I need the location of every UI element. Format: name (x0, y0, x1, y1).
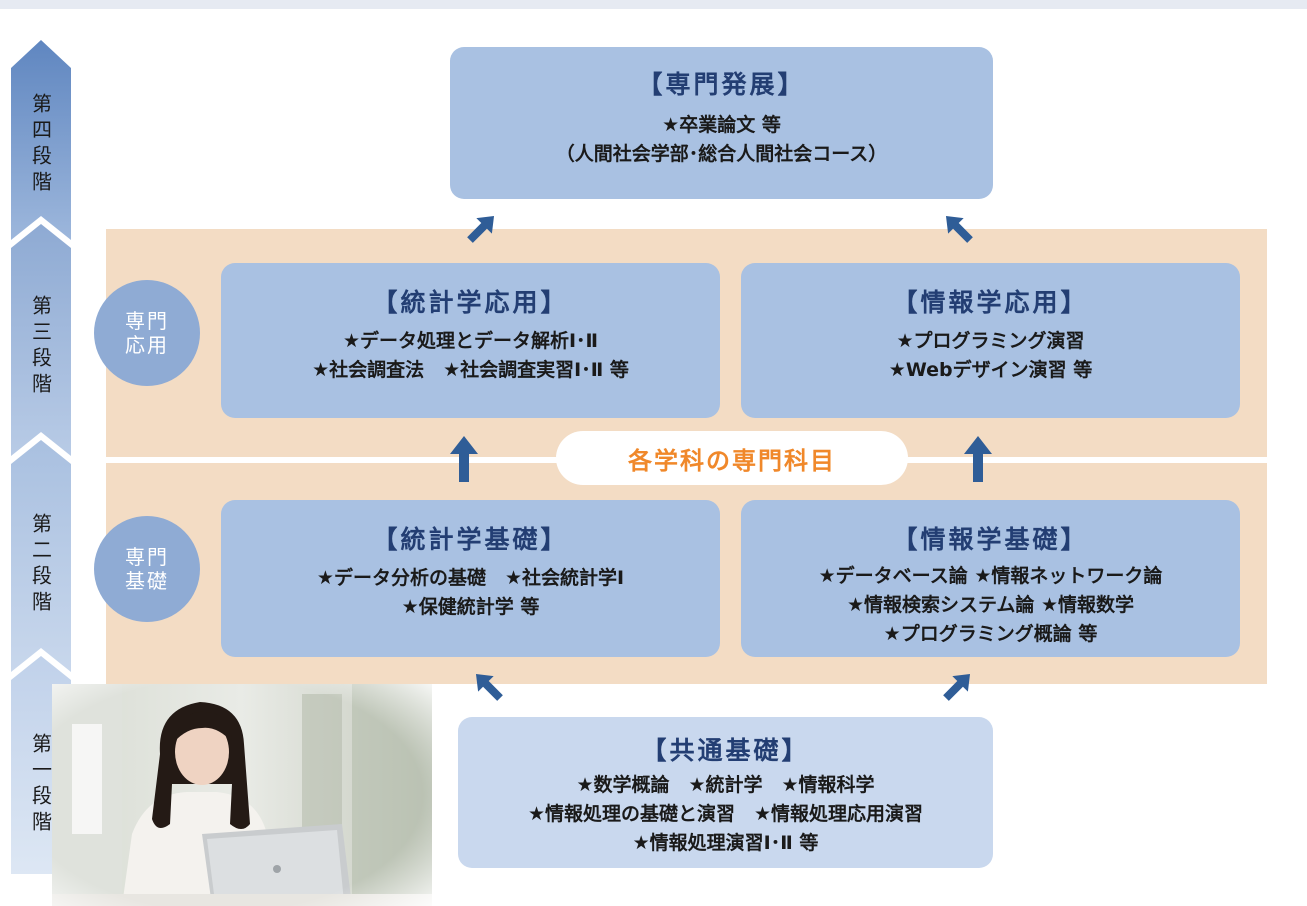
info-basic-line-1: ★データベース論 ★情報ネットワーク論 (818, 565, 1163, 587)
advanced-line-1: ★卒業論文 等 (662, 114, 781, 136)
advanced-line-2: （人間社会学部･総合人間社会コース） (555, 143, 888, 165)
info-applied-line-2: ★Webデザイン演習 等 (888, 359, 1093, 381)
stats-applied-line-2: ★社会調査法 ★社会調査実習Ⅰ･Ⅱ 等 (312, 359, 629, 381)
applied-circle-line-1: 専門 (125, 309, 169, 333)
info-applied-box: 【情報学応用】 ★プログラミング演習 ★Webデザイン演習 等 (741, 263, 1240, 418)
advanced-title: 【専門発展】 (637, 70, 806, 99)
info-basic-line-3: ★プログラミング概論 等 (883, 623, 1098, 645)
arrow-up-left-icon (945, 215, 973, 243)
student-photo (52, 684, 432, 906)
stage-label-4: 第四段階 (28, 93, 53, 197)
info-basic-line-2: ★情報検索システム論 ★情報数学 (846, 594, 1135, 616)
stats-basic-line-2: ★保健統計学 等 (401, 596, 540, 618)
info-basic-box: 【情報学基礎】 ★データベース論 ★情報ネットワーク論 ★情報検索システム論 ★… (741, 500, 1240, 657)
arrow-up-right-icon (943, 673, 971, 701)
arrow-up-left-icon (475, 673, 503, 701)
stats-basic-line-1: ★データ分析の基礎 ★社会統計学Ⅰ (316, 567, 625, 589)
info-applied-title: 【情報学応用】 (892, 288, 1089, 317)
stage-label-1: 第一段階 (28, 733, 53, 837)
basic-circle: 専門 基礎 (94, 516, 200, 622)
applied-circle-line-2: 応用 (125, 333, 169, 357)
arrow-up-icon (964, 436, 992, 482)
stats-applied-box: 【統計学応用】 ★データ処理とデータ解析Ⅰ･Ⅱ ★社会調査法 ★社会調査実習Ⅰ･… (221, 263, 720, 418)
stage-progress-bar (11, 40, 71, 874)
arrow-up-right-icon (467, 215, 495, 243)
arrow-up-icon (450, 436, 478, 482)
stats-applied-title: 【統計学応用】 (372, 288, 569, 317)
basic-circle-line-2: 基礎 (125, 569, 169, 593)
common-line-2: ★情報処理の基礎と演習 ★情報処理応用演習 (527, 803, 924, 825)
stats-basic-title: 【統計学基礎】 (372, 525, 569, 554)
common-line-1: ★数学概論 ★統計学 ★情報科学 (576, 774, 875, 796)
stage-label-3: 第三段階 (28, 295, 53, 399)
applied-circle: 専門 応用 (94, 280, 200, 386)
stage-label-2: 第二段階 (28, 513, 53, 617)
info-basic-title: 【情報学基礎】 (892, 525, 1089, 554)
common-line-3: ★情報処理演習Ⅰ･Ⅱ 等 (632, 832, 819, 854)
stats-applied-line-1: ★データ処理とデータ解析Ⅰ･Ⅱ (342, 330, 599, 352)
common-box: 【共通基礎】 ★数学概論 ★統計学 ★情報科学 ★情報処理の基礎と演習 ★情報処… (458, 717, 993, 868)
basic-circle-line-1: 専門 (125, 545, 169, 569)
advanced-box: 【専門発展】 ★卒業論文 等 （人間社会学部･総合人間社会コース） (450, 47, 993, 199)
common-title: 【共通基礎】 (641, 736, 810, 765)
specialty-label: 各学科の専門科目 (556, 431, 908, 485)
stats-basic-box: 【統計学基礎】 ★データ分析の基礎 ★社会統計学Ⅰ ★保健統計学 等 (221, 500, 720, 657)
top-strip (0, 0, 1307, 9)
info-applied-line-1: ★プログラミング演習 (896, 330, 1085, 352)
